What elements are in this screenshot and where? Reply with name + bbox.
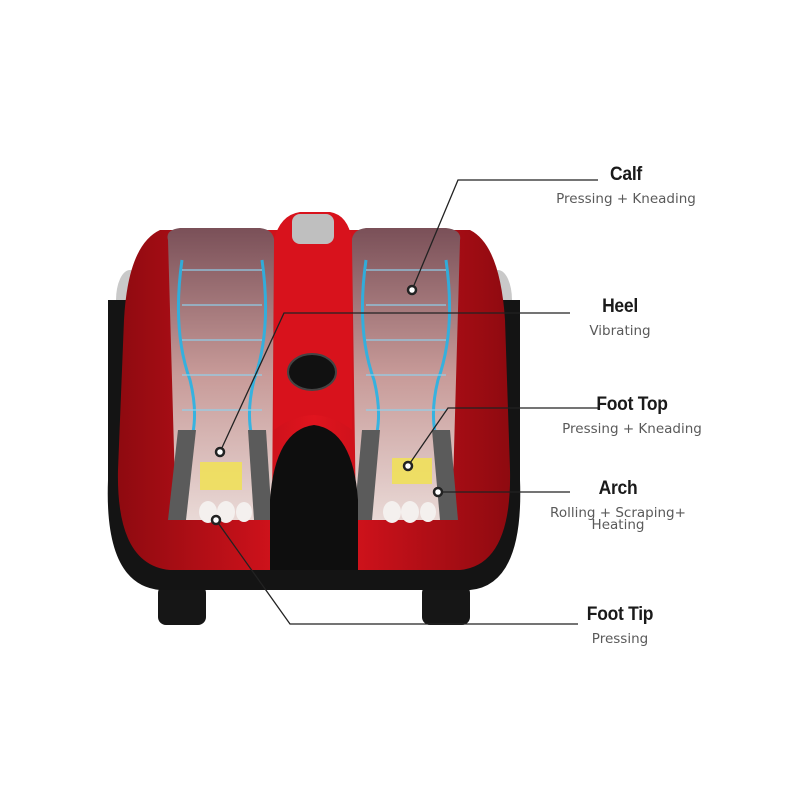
annotation-subtitle: Pressing + Kneading bbox=[556, 191, 696, 207]
annotation-foot-tip: Foot Tip Pressing bbox=[572, 604, 668, 646]
annotation-calf: Calf Pressing + Kneading bbox=[548, 164, 704, 206]
annotation-subtitle: Pressing bbox=[591, 631, 649, 647]
annotation-title: Arch bbox=[598, 478, 638, 499]
annotation-title: Foot Top bbox=[596, 394, 668, 415]
annotation-title: Foot Tip bbox=[586, 604, 654, 625]
center-column bbox=[274, 212, 352, 430]
power-knob[interactable] bbox=[287, 353, 337, 391]
annotation-subtitle: Vibrating bbox=[589, 323, 651, 339]
right-leg-well bbox=[351, 228, 461, 520]
foot-left bbox=[158, 585, 206, 625]
annotation-heel: Heel Vibrating bbox=[572, 296, 668, 338]
foot-right bbox=[422, 585, 470, 625]
annotation-arch: Arch Rolling + Scraping+ Heating bbox=[540, 478, 696, 532]
annotation-title: Heel bbox=[602, 296, 638, 317]
roller-right bbox=[392, 458, 432, 484]
annotation-foot-top: Foot Top Pressing + Kneading bbox=[554, 394, 710, 436]
annotation-title: Calf bbox=[610, 164, 642, 185]
annotation-subtitle-line2: Heating bbox=[591, 517, 645, 533]
control-panel[interactable] bbox=[292, 214, 334, 244]
heel-roller-left bbox=[200, 462, 242, 490]
annotation-subtitle: Rolling + Scraping+ bbox=[550, 505, 686, 521]
annotation-subtitle: Pressing + Kneading bbox=[562, 421, 702, 437]
leader-lines bbox=[215, 179, 600, 625]
left-leg-well bbox=[167, 228, 275, 520]
center-arch bbox=[270, 425, 358, 570]
anchor-dots bbox=[210, 284, 444, 526]
